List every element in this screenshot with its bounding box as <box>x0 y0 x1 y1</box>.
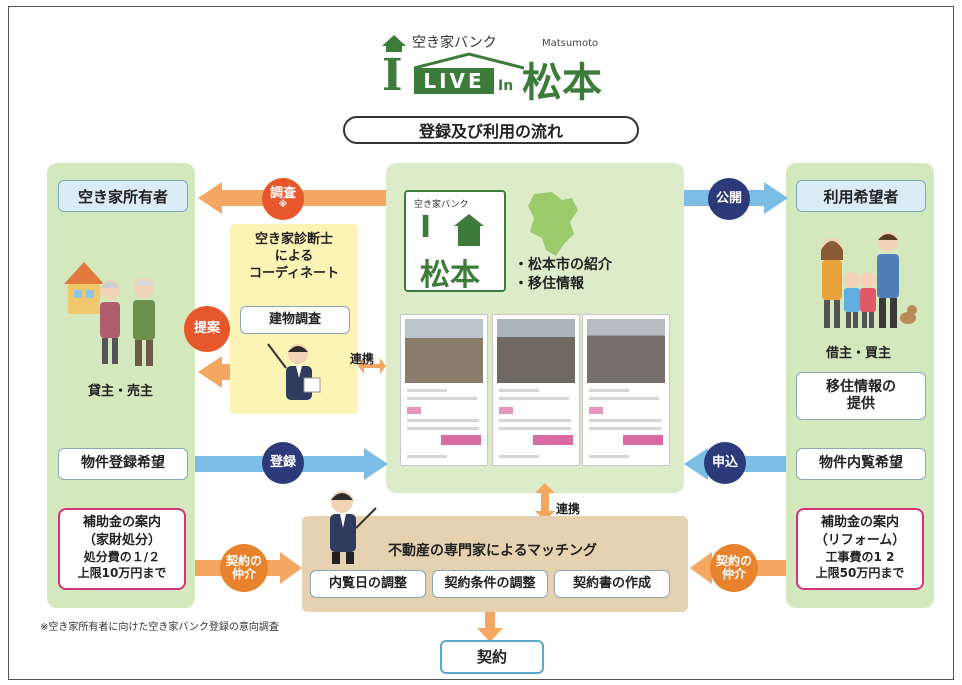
mini-house-icon <box>454 214 484 246</box>
owner-subsidy-box: 補助金の案内 （家財処分） 処分費の１/２ 上限10万円まで <box>58 508 186 590</box>
logo-i: I <box>382 50 403 101</box>
page-title-text: 登録及び利用の流れ <box>418 122 563 141</box>
building-survey-box: 建物調査 <box>240 306 350 334</box>
matching-title: 不動産の専門家によるマッチング <box>388 543 598 559</box>
roof-icon <box>414 52 524 70</box>
contract-arrow <box>477 612 503 642</box>
user-subsidy-line-2: 上限50万円まで <box>815 566 905 581</box>
proposal-arrow <box>198 356 230 388</box>
cooperate-label-1: 連携 <box>350 352 375 366</box>
survey-badge: 調査 ※ <box>262 178 304 220</box>
user-header: 利用希望者 <box>796 180 926 212</box>
family-illustration <box>821 232 917 328</box>
owner-subsidy-line-1: 処分費の１/２ <box>83 550 161 565</box>
publish-badge: 公開 <box>708 178 750 220</box>
matching-task-terms: 契約条件の調整 <box>432 570 548 598</box>
inspector-title-3: コーディネート <box>248 265 340 281</box>
property-card[interactable] <box>400 314 488 466</box>
proposal-badge: 提案 <box>184 306 230 352</box>
mediation-left-badge: 契約の 仲介 <box>220 544 268 592</box>
mini-logo-i: I <box>420 210 432 245</box>
migration-info-line-1: 移住情報の <box>826 378 896 395</box>
logo-in: In <box>498 78 514 94</box>
matching-task-schedule: 内覧日の調整 <box>310 570 426 598</box>
owner-header: 空き家所有者 <box>58 180 188 212</box>
migration-info-box: 移住情報の 提供 <box>796 372 926 420</box>
property-photo <box>405 319 483 383</box>
user-subsidy-title-1: 補助金の案内 <box>820 515 899 530</box>
user-subsidy-title-2: （リフォーム） <box>814 532 906 548</box>
mediation-right-badge: 契約の 仲介 <box>710 544 758 592</box>
logo-roman: Matsumoto <box>542 38 599 49</box>
mini-logo-city: 松本 <box>420 258 480 293</box>
matching-task-document: 契約書の作成 <box>554 570 670 598</box>
mini-logo: 空き家バンク I 松本 <box>404 190 506 293</box>
cooperate-arrow-1 <box>358 358 386 374</box>
user-subsidy-box: 補助金の案内 （リフォーム） 工事費の1 2 上限50万円まで <box>796 508 924 590</box>
property-card[interactable] <box>582 314 670 466</box>
user-people-label: 借主・買主 <box>826 346 892 361</box>
inspector-title-1: 空き家診断士 <box>254 232 333 247</box>
bullet-migration-info: ・移住情報 <box>514 275 584 292</box>
property-card[interactable] <box>492 314 580 466</box>
user-subsidy-line-1: 工事費の1 2 <box>825 550 895 565</box>
property-photo <box>587 319 665 383</box>
owner-people-illustration <box>64 262 155 366</box>
owner-people-label: 貸主・売主 <box>88 384 154 399</box>
center-bullets: ・松本市の紹介 ・移住情報 <box>514 256 612 294</box>
property-photo <box>497 319 575 383</box>
register-badge: 登録 <box>262 442 304 484</box>
nagano-map-icon <box>528 192 578 256</box>
page-title: 登録及び利用の流れ <box>343 116 639 144</box>
contract-box: 契約 <box>440 640 544 674</box>
realtor-illustration <box>330 491 377 564</box>
property-detail-button[interactable] <box>533 435 573 445</box>
mini-logo-small: 空き家バンク <box>414 200 469 210</box>
logo-city: 松本 <box>522 60 602 106</box>
cooperate-arrow-2 <box>535 483 555 521</box>
view-wish-box[interactable]: 物件内覧希望 <box>796 448 926 480</box>
owner-subsidy-title-2: （家財処分） <box>82 532 161 548</box>
page-frame <box>8 6 954 680</box>
apply-badge: 申込 <box>704 442 746 484</box>
property-detail-button[interactable] <box>441 435 481 445</box>
footnote: ※空き家所有者に向けた空き家バンク登録の意向調査 <box>40 622 279 633</box>
logo-live: LIVE <box>414 68 494 94</box>
migration-info-line-2: 提供 <box>847 396 875 412</box>
owner-subsidy-line-2: 上限10万円まで <box>77 566 167 581</box>
register-wish-box[interactable]: 物件登録希望 <box>58 448 188 480</box>
inspector-title: 空き家診断士 による コーディネート <box>230 232 358 283</box>
bullet-city-intro: ・松本市の紹介 <box>514 257 612 273</box>
property-detail-button[interactable] <box>623 435 663 445</box>
owner-subsidy-title-1: 補助金の案内 <box>82 515 161 530</box>
cooperate-label-2: 連携 <box>556 502 581 516</box>
logo: 空き家バンク Matsumoto I LIVE In 松本 <box>380 24 630 106</box>
house-icon <box>382 35 406 52</box>
logo-small-text: 空き家バンク <box>412 35 497 51</box>
inspector-title-2: による <box>274 248 314 264</box>
inspector-illustration <box>267 343 321 400</box>
